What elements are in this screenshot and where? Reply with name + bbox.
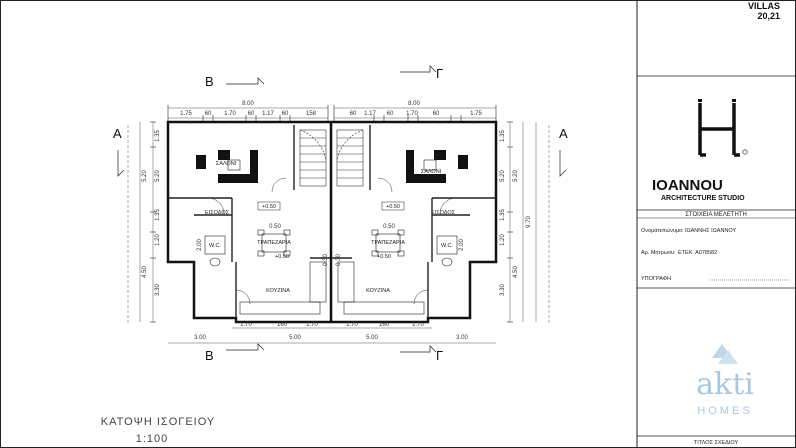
plan-title: ΚΑΤΟΨΗ ΙΣΟΓΕΙΟΥ [101,416,216,428]
room-wc-right: W.C. [441,243,453,249]
studio-brand: IOANNOU [652,177,723,194]
dim-top-left: 60 [205,111,212,117]
sofa-left-icon [196,150,258,183]
studio-subtitle: ARCHITECTURE STUDIO [661,195,745,202]
level-marker-left: +0.50 [262,204,276,210]
dim-right-inner: 5.20 [500,170,506,182]
dim-top-right: 1.75 [470,111,482,117]
dim-top-left: 60 [248,111,255,117]
dim-right-inner: 1.35 [500,209,506,221]
dim-left-inner: 1.35 [155,130,161,142]
project-name-line1: VILLAS [748,1,780,11]
dim-top-left: 1.70 [224,111,236,117]
dim-bottom-inner: 1.70 [346,322,358,328]
dim-bottom-inner: 160 [277,322,288,328]
dim-right-inner: 3.30 [500,284,506,296]
level-dining-left: +0.50 [275,254,289,260]
dim-bottom-inner: 160 [379,322,390,328]
dim-bottom-mid-right: 5.00 [366,335,378,341]
section-a-right: A [559,126,568,141]
dim-bottom-inner: 1.70 [240,322,252,328]
dim-right-inner: 1.35 [500,130,506,142]
dining-table-right-icon [371,229,405,257]
signature-label: ΥΠΟΓΡΑΦΗ [641,276,671,282]
dim-bottom-inner: 1.70 [306,322,318,328]
name-value: ΙΩΑΝΝΗΣ ΙΩΑΝΝΟΥ [685,228,737,234]
dim-misc-left: 0.50 [269,224,281,230]
registry-value: ΕΤΕΚ: Α078582 [678,250,717,256]
dim-top-left: 158 [306,111,317,117]
floor-plan: B Γ B Γ A A 8.00 8.00 1.75 60 1.70 60 1.… [113,65,568,363]
registry-label: Αρ. Μητρωου: [641,250,676,256]
study-header: ΣΤΟΙΧΕΙΑ ΜΕΛΕΤΗΤΗ [685,212,747,218]
room-kitchen-right: ΚΟΥΖΙΝΑ [366,288,390,294]
dim-right-inner: 1.20 [500,234,506,246]
dim-misc-left: 2.00 [197,239,203,251]
dim-misc-right: 0.50 [383,224,395,230]
section-b-top: B [205,74,214,89]
dim-bottom-inner: 1.70 [412,322,424,328]
dim-bottom-mid-right: 3.00 [456,335,468,341]
room-entry-right: ΕΙΣΟΔΟΣ [431,210,456,216]
section-marker-icon [117,65,567,353]
room-wc-left: W.C. [209,243,221,249]
name-label: Ονοματεπώνυμο: [641,227,684,234]
dim-right-outer: 5.20 [513,170,519,182]
dim-left-inner: 3.30 [155,284,161,296]
dim-top-total-left: 8.00 [242,101,254,107]
dim-bottom-mid-left: 3.00 [194,335,206,341]
dim-top-right: 1.70 [406,111,418,117]
dim-top-right: 1.17 [364,111,376,117]
project-name-line2: 20,21 [757,11,780,21]
dim-top-right: 60 [433,111,440,117]
plan-scale: 1:100 [136,433,169,445]
room-living-right: ΣΑΛΟΝΙ [421,169,442,175]
room-dining-left: ΤΡΑΠΕΖΑΡΙΑ [257,240,291,246]
dim-left-outer: 4.50 [142,266,148,278]
sofa-right-icon [406,150,468,183]
room-dining-right: ΤΡΑΠΕΖΑΡΙΑ [371,240,405,246]
dim-right-outer: 9.70 [526,216,532,228]
dim-bottom-mid-left: 5.00 [289,335,301,341]
dim-top-right: 60 [350,111,357,117]
drawing-title-label: ΤΙΤΛΟΣ ΣΧΕΔΙΟΥ [694,440,739,446]
studio-logo-icon [698,99,748,157]
watermark-word: akti [696,367,754,402]
dim-misc-right: 2.00 [459,239,465,251]
section-g-top: Γ [436,66,443,81]
level-marker-right: +0.50 [386,204,400,210]
room-living-left: ΣΑΛΟΝΙ [216,161,237,167]
dim-top-left: 60 [282,111,289,117]
room-entry-left: ΕΙΣΟΔΟΣ [205,210,230,216]
section-a-left: A [113,126,122,141]
section-g-bottom: Γ [436,348,443,363]
akti-homes-logo-icon [712,344,738,364]
dim-left-inner: 1.20 [155,234,161,246]
watermark-sub: HOMES [697,405,752,417]
dim-small-left: 0.30 [323,254,329,266]
room-kitchen-left: ΚΟΥΖΙΝΑ [266,288,290,294]
dim-top-left: 1.75 [180,111,192,117]
dim-top-total-right: 8.00 [408,101,420,107]
level-dining-right: +0.50 [377,254,391,260]
section-b-bottom: B [205,348,214,363]
title-block: VILLAS 20,21 IOANNOU ARCHITECTURE STUDIO… [636,0,796,448]
dim-left-outer: 5.20 [142,170,148,182]
dim-small-right: 0.30 [336,254,342,266]
dim-left-inner: 1.35 [155,209,161,221]
dining-table-left-icon [257,229,291,257]
dim-top-right: 60 [387,111,394,117]
dim-right-outer: 4.50 [513,266,519,278]
dim-top-left: 1.17 [262,111,274,117]
dim-left-inner: 5.20 [155,170,161,182]
